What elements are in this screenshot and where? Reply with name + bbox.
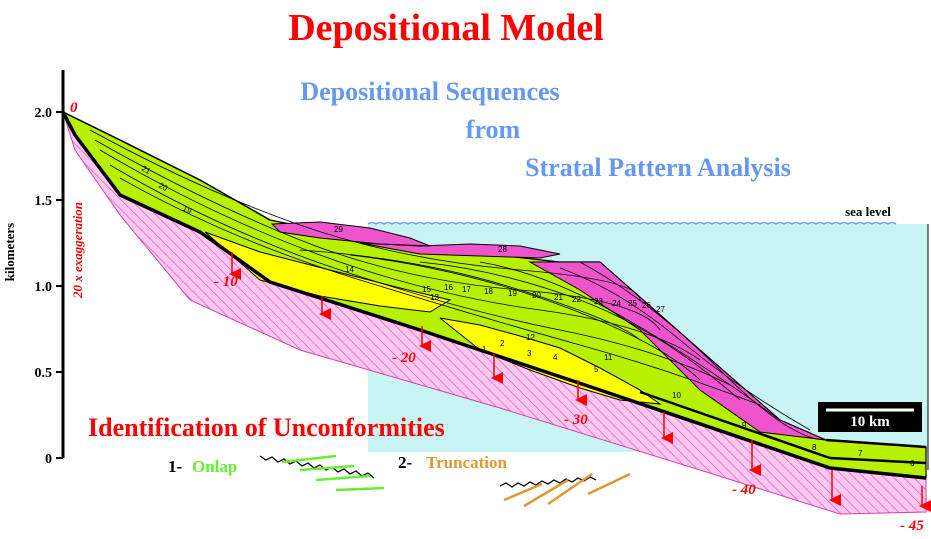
sequence-number: 12 (526, 333, 535, 342)
sequence-number: 18 (484, 287, 493, 296)
sequence-number: 25 (628, 299, 637, 308)
strata-lines (89, 129, 827, 441)
truncation-label: Truncation (426, 453, 507, 472)
onlap-label: Onlap (192, 457, 237, 476)
upper-surface-bold (825, 438, 927, 449)
unconformities-heading: Identification of Unconformities (88, 413, 445, 442)
sequence-number: 22 (572, 295, 581, 304)
subtitle-line-1: Depositional Sequences (300, 77, 559, 106)
yellow-strata-lower (439, 317, 662, 405)
vertical-exaggeration-label: 20 x exaggeration (70, 202, 85, 299)
sequence-number: 23 (594, 297, 603, 306)
sequence-number: 6 (910, 459, 915, 468)
sequence-number: 1 (482, 345, 487, 354)
sequence-number: 2 (500, 339, 505, 348)
y-axis-tick-label: 1.0 (35, 280, 53, 295)
age-marker-label: - 40 (732, 482, 756, 498)
sequence-number: 4 (553, 353, 558, 362)
top-surface (62, 111, 271, 221)
age-marker-label: - 10 (214, 274, 238, 290)
age-marker-label: - 30 (564, 412, 588, 428)
scale-bar-box (818, 402, 922, 432)
sequence-number: 19 (508, 289, 517, 298)
onlap-number: 1- (168, 457, 183, 476)
y-axis-ticks: 2.0 1.5 1.0 0.5 0 (35, 106, 63, 467)
subtitle-line-2: from (466, 115, 521, 144)
magenta-strata-28 (359, 242, 561, 259)
sequence-number: 15 (422, 285, 431, 294)
sea-level-line (367, 221, 897, 225)
sequence-number: 16 (444, 283, 453, 292)
y-axis-tick-label: 2.0 (35, 106, 53, 121)
sequence-number: 11 (604, 353, 613, 362)
sequence-number: 13 (430, 293, 439, 302)
truncation-number: 2- (398, 453, 413, 472)
lower-marine-surface (639, 390, 927, 465)
sequence-number: 9 (742, 421, 747, 430)
scale-bar-label: 10 km (850, 414, 890, 430)
sequence-number: 3 (527, 349, 532, 358)
age-marker-label: - 45 (900, 518, 924, 534)
age-marker-label: - 20 (392, 350, 416, 366)
sequence-number: 14 (345, 265, 354, 274)
y-axis-tick-label: 1.5 (35, 194, 53, 209)
sequence-number: 17 (462, 285, 471, 294)
page-title: Depositional Model (288, 7, 604, 49)
y-axis-tick-label: 0.5 (35, 366, 53, 381)
age-marker-label: 0 (70, 100, 78, 116)
y-axis-label: kilometers (2, 223, 17, 281)
sequence-number: 8 (812, 443, 817, 452)
y-axis-tick-label: 0 (45, 452, 52, 467)
base-unconformity (61, 111, 927, 480)
sequence-number: 29 (334, 225, 343, 234)
sequence-number: 26 (642, 301, 651, 310)
sequence-number: 10 (672, 391, 681, 400)
sequence-number: 20 (532, 291, 541, 300)
age-markers: 0 - 10 - 20 - 30 - 40 - 45 (70, 100, 931, 534)
subtitle-line-3: Stratal Pattern Analysis (525, 153, 791, 182)
sequence-number: 28 (498, 245, 507, 254)
sequence-number: 5 (594, 365, 599, 374)
sequence-number: 24 (612, 299, 621, 308)
onlap-symbol (259, 454, 385, 492)
sequence-number: 21 (554, 293, 563, 302)
truncation-symbol (499, 472, 631, 508)
sea-level-label: sea level (845, 204, 891, 219)
magenta-strata-29 (270, 221, 431, 247)
sequence-number: 7 (858, 449, 863, 458)
sequence-number: 27 (656, 305, 665, 314)
